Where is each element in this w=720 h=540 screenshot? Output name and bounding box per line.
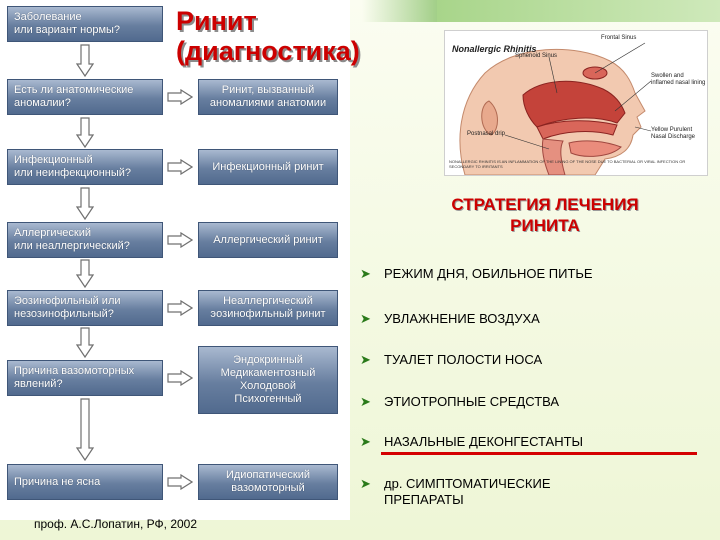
strategy-item-text: ЭТИОТРОПНЫЕ СРЕДСТВА — [384, 394, 560, 409]
strategy-item: ➤ ТУАЛЕТ ПОЛОСТИ НОСА — [360, 352, 710, 368]
flow-question-box: Эозинофильный или незозинофильный? — [7, 290, 163, 326]
strategy-item-text: НАЗАЛЬНЫЕ ДЕКОНГЕСТАНТЫ — [384, 434, 584, 449]
flow-question-box: Заболевание или вариант нормы? — [7, 6, 163, 42]
flow-question-box: Есть ли анатомические аномалии? — [7, 79, 163, 115]
strategy-item-text: РЕЖИМ ДНЯ, ОБИЛЬНОЕ ПИТЬЕ — [384, 266, 593, 281]
flow-question-box: Причина вазомоторных явлений? — [7, 360, 163, 396]
arrow-right-icon — [167, 89, 193, 105]
strategy-item-text: ТУАЛЕТ ПОЛОСТИ НОСА — [384, 352, 543, 367]
arrow-bullet-icon: ➤ — [360, 266, 371, 281]
decorative-bar — [437, 0, 720, 22]
arrow-bullet-icon: ➤ — [360, 394, 371, 409]
arrow-down-icon — [76, 187, 94, 221]
page-title: Ринит (диагностика) — [176, 6, 360, 66]
arrow-down-icon — [76, 259, 94, 289]
arrow-down-icon — [76, 327, 94, 359]
illustration-label: Swollen and inflamed nasal lining — [651, 73, 706, 86]
strategy-item-text: др. СИМПТОМАТИЧЕСКИЕ ПРЕПАРАТЫ — [384, 476, 551, 507]
strategy-item: ➤ РЕЖИМ ДНЯ, ОБИЛЬНОЕ ПИТЬЕ — [360, 266, 710, 282]
arrow-bullet-icon: ➤ — [360, 311, 371, 326]
flow-outcome-box: Инфекционный ринит — [198, 149, 338, 185]
nasal-anatomy-illustration: Frontal Sinus Sphenoid Sinus Swollen and… — [444, 30, 708, 176]
strategy-item: ➤ ЭТИОТРОПНЫЕ СРЕДСТВА — [360, 394, 710, 410]
illustration-caption: Nonallergic Rhinitis — [452, 44, 537, 54]
arrow-down-icon — [76, 44, 94, 78]
illustration-label: Yellow Purulent Nasal Discharge — [651, 127, 696, 140]
illustration-footnote: NONALLERGIC RHINITIS IS AN INFLAMMATION … — [449, 159, 686, 169]
arrow-down-icon — [76, 117, 94, 149]
citation: проф. А.С.Лопатин, РФ, 2002 — [34, 517, 198, 531]
strategy-title: СТРАТЕГИЯ ЛЕЧЕНИЯ РИНИТА — [451, 195, 639, 235]
decorative-bar — [362, 0, 437, 22]
arrow-bullet-icon: ➤ — [360, 434, 371, 449]
arrow-right-icon — [167, 159, 193, 175]
flow-outcome-box: Идиопатический вазомоторный — [198, 464, 338, 500]
flow-question-box: Причина не ясна — [7, 464, 163, 500]
arrow-right-icon — [167, 370, 193, 386]
arrow-down-icon — [76, 398, 94, 462]
strategy-item: ➤ УВЛАЖНЕНИЕ ВОЗДУХА — [360, 311, 710, 327]
highlight-underline — [381, 452, 697, 455]
arrow-right-icon — [167, 300, 193, 316]
flow-question-box: Аллергический или неаллергический? — [7, 222, 163, 258]
flow-outcome-box: Эндокринный Медикаментозный Холодовой Пс… — [198, 346, 338, 414]
arrow-bullet-icon: ➤ — [360, 476, 371, 491]
arrow-bullet-icon: ➤ — [360, 352, 371, 367]
illustration-label: Postnasal drip — [467, 131, 506, 137]
flow-outcome-box: Аллергический ринит — [198, 222, 338, 258]
strategy-item: ➤ др. СИМПТОМАТИЧЕСКИЕ ПРЕПАРАТЫ — [360, 476, 710, 508]
flow-question-box: Инфекционный или неинфекционный? — [7, 149, 163, 185]
flow-outcome-box: Ринит, вызванный аномалиями анатомии — [198, 79, 338, 115]
flow-outcome-box: Неаллергический эозинофильный ринит — [198, 290, 338, 326]
illustration-label: Sphenoid Sinus — [515, 53, 558, 59]
arrow-right-icon — [167, 474, 193, 490]
flowchart-panel: Заболевание или вариант нормы? Есть ли а… — [0, 0, 350, 520]
illustration-label: Frontal Sinus — [601, 35, 637, 41]
arrow-right-icon — [167, 232, 193, 248]
strategy-item: ➤ НАЗАЛЬНЫЕ ДЕКОНГЕСТАНТЫ — [360, 434, 710, 450]
strategy-item-text: УВЛАЖНЕНИЕ ВОЗДУХА — [384, 311, 540, 326]
